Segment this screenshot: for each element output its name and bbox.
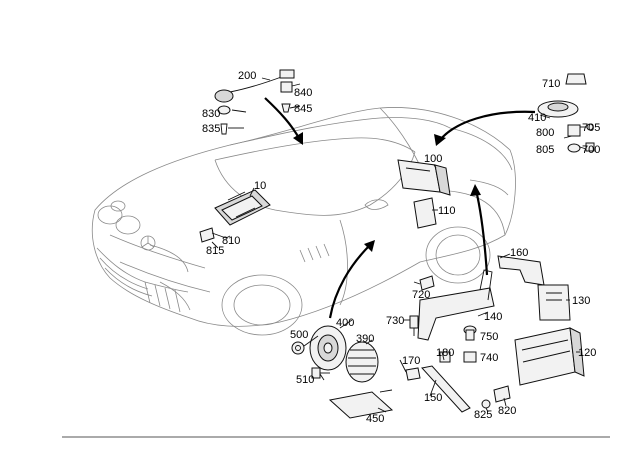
label-450: 450 [366, 413, 384, 425]
label-740: 740 [480, 352, 498, 364]
label-805: 805 [536, 144, 554, 156]
speaker-400 [309, 325, 347, 371]
label-730: 730 [386, 315, 404, 327]
label-720: 720 [412, 289, 430, 301]
pointer-arrows [264, 97, 536, 319]
cover-450 [328, 389, 394, 419]
bracket-160 [497, 255, 545, 286]
label-810: 810 [222, 235, 240, 247]
screw-730 [409, 315, 419, 336]
label-200: 200 [238, 70, 256, 82]
label-410: 410 [528, 112, 546, 124]
box-120 [514, 327, 585, 386]
label-710: 710 [542, 78, 560, 90]
label-845: 845 [294, 103, 312, 115]
bracket-140 [417, 269, 495, 341]
label-820: 820 [498, 405, 516, 417]
label-130: 130 [572, 295, 590, 307]
part-170 [405, 367, 421, 381]
part-840-845 [280, 81, 293, 113]
arrow-410-head [434, 134, 446, 146]
label-830: 830 [202, 108, 220, 120]
module-110 [413, 197, 437, 229]
arrow-410 [439, 110, 536, 141]
label-835: 835 [202, 123, 220, 135]
label-170: 170 [402, 355, 420, 367]
part-820-825 [481, 385, 511, 409]
arrow-140 [474, 189, 489, 276]
part-810-815 [199, 227, 227, 243]
fastener-720 [419, 275, 435, 291]
control-unit-10 [214, 189, 271, 226]
label-400: 400 [336, 317, 354, 329]
label-140: 140 [484, 311, 502, 323]
screw-510 [311, 367, 330, 379]
arrow-400 [328, 244, 371, 319]
grill-390 [345, 341, 379, 383]
antenna-cable-200 [214, 69, 295, 103]
label-500: 500 [290, 329, 308, 341]
arrow-140-head [470, 184, 481, 196]
label-700: 700 [582, 144, 600, 156]
label-150: 150 [424, 392, 442, 404]
label-705: 705 [582, 122, 600, 134]
label-10: 10 [254, 180, 266, 192]
label-825: 825 [474, 409, 492, 421]
part-labels: 200 840 845 830 835 710 410 705 800 700 … [202, 70, 600, 425]
label-100: 100 [424, 153, 442, 165]
label-120: 120 [578, 347, 596, 359]
label-160: 160 [510, 247, 528, 259]
label-510: 510 [296, 374, 314, 386]
label-180: 180 [436, 347, 454, 359]
part-500 [291, 341, 305, 355]
arrow-200-head [293, 132, 303, 145]
label-800: 800 [536, 127, 554, 139]
part-750-740 [463, 325, 477, 363]
arrow-400-head [364, 240, 375, 252]
label-390: 390 [356, 333, 374, 345]
unit-130 [537, 284, 571, 321]
leader-lines [211, 77, 587, 413]
part-830-835 [217, 105, 231, 135]
module-100 [397, 159, 451, 196]
label-750: 750 [480, 331, 498, 343]
speaker-assembly-410 [537, 73, 595, 153]
label-110: 110 [438, 205, 456, 217]
label-815: 815 [206, 245, 224, 257]
label-840: 840 [294, 87, 312, 99]
strap-150 [421, 365, 471, 413]
